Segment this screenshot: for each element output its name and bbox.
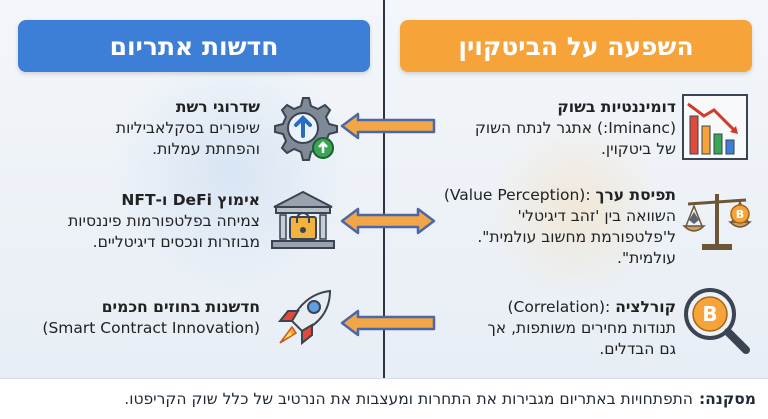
conclusion-label: מסקנה: [698,390,756,408]
value-perception-line3: עולמית". [617,249,676,267]
correlation-line0: קורלציה (Correlation): [440,297,676,318]
defi-nft-block: אימוץ DeFi ו-NFT צמיחה בפלטפורמות פיננסי… [20,190,260,253]
correlation-suffix: (Correlation): [507,298,611,316]
bank-lock-icon [271,190,335,249]
arrow-double-2 [340,207,436,235]
svg-text:B: B [702,302,717,326]
defi-nft-line1: צמיחה בפלטפורמות פיננסיות [68,212,260,230]
market-dominance-line2: של ביטקוין. [600,140,676,158]
defi-nft-line2: מבוזרות ונכסים דיגיטליים. [92,233,260,251]
gear-arrow-icon [274,97,338,161]
smart-contracts-block: חדשנות בחוזים חכמים (Smart Contract Inno… [20,297,260,339]
value-perception-block: תפיסת ערך (Value Perception): השוואה בין… [416,185,676,269]
value-perception-line2: ל'פלטפורמת מחשוב עולמית". [477,228,676,246]
value-perception-suffix: (Value Perception): [443,186,591,204]
network-upgrades-line1: שיפורים בסקלאביליות [115,119,260,137]
network-upgrades-text: שיפורים בסקלאביליות והפחתת עמלות. [60,118,260,160]
arrow-left-1 [340,112,436,140]
center-divider [383,0,385,378]
conclusion-bar: מסקנה: התפתחויות באתריום מגבירות את התחר… [0,378,768,419]
smart-contracts-line1: (Smart Contract Innovation) [42,319,260,337]
declining-chart-icon [682,94,748,160]
market-dominance-block: דומיננטיות בשוק (Iminanc:) אתגר לנתח השו… [440,97,676,160]
value-perception-line1: השוואה בין 'זהב דיגיטלי' [517,207,676,225]
correlation-title: קורלציה [615,298,676,316]
defi-nft-title: אימוץ DeFi ו-NFT [121,191,260,209]
market-dominance-line1: (Iminanc:) אתגר לנתח השוק [440,118,676,139]
ethereum-news-header: חדשות אתריום [18,20,370,72]
conclusion-text: התפתחויות באתריום מגבירות את התחרות ומעצ… [124,390,693,408]
bitcoin-impact-header: השפעה על הביטקוין [400,20,752,72]
network-upgrades-title: שדרוגי רשת [175,98,260,116]
smart-contracts-title: חדשנות בחוזים חכמים [101,298,260,316]
correlation-line2: גם הבדלים. [599,340,676,358]
arrow-left-3 [340,309,436,337]
market-dominance-suffix: (Iminanc:) [597,119,676,137]
value-perception-line0: תפיסת ערך (Value Perception): [416,185,676,206]
svg-text:B: B [736,208,744,221]
market-dominance-title: דומיננטיות בשוק [557,98,676,116]
market-dominance-line0: דומיננטיות בשוק [440,97,676,118]
rocket-icon [277,289,332,346]
correlation-block: קורלציה (Correlation): תנודות מחירים משו… [440,297,676,360]
network-upgrades-line2: והפחתת עמלות. [152,140,260,158]
balance-scale-icon: B [682,194,752,250]
correlation-line1: תנודות מחירים משותפות, אך [487,319,676,337]
market-dominance-text1: אתגר לנתח השוק [474,119,593,137]
value-perception-title: תפיסת ערך [595,186,676,204]
network-upgrades-block: שדרוגי רשת [150,97,260,118]
magnifier-bitcoin-icon: B [684,288,750,354]
